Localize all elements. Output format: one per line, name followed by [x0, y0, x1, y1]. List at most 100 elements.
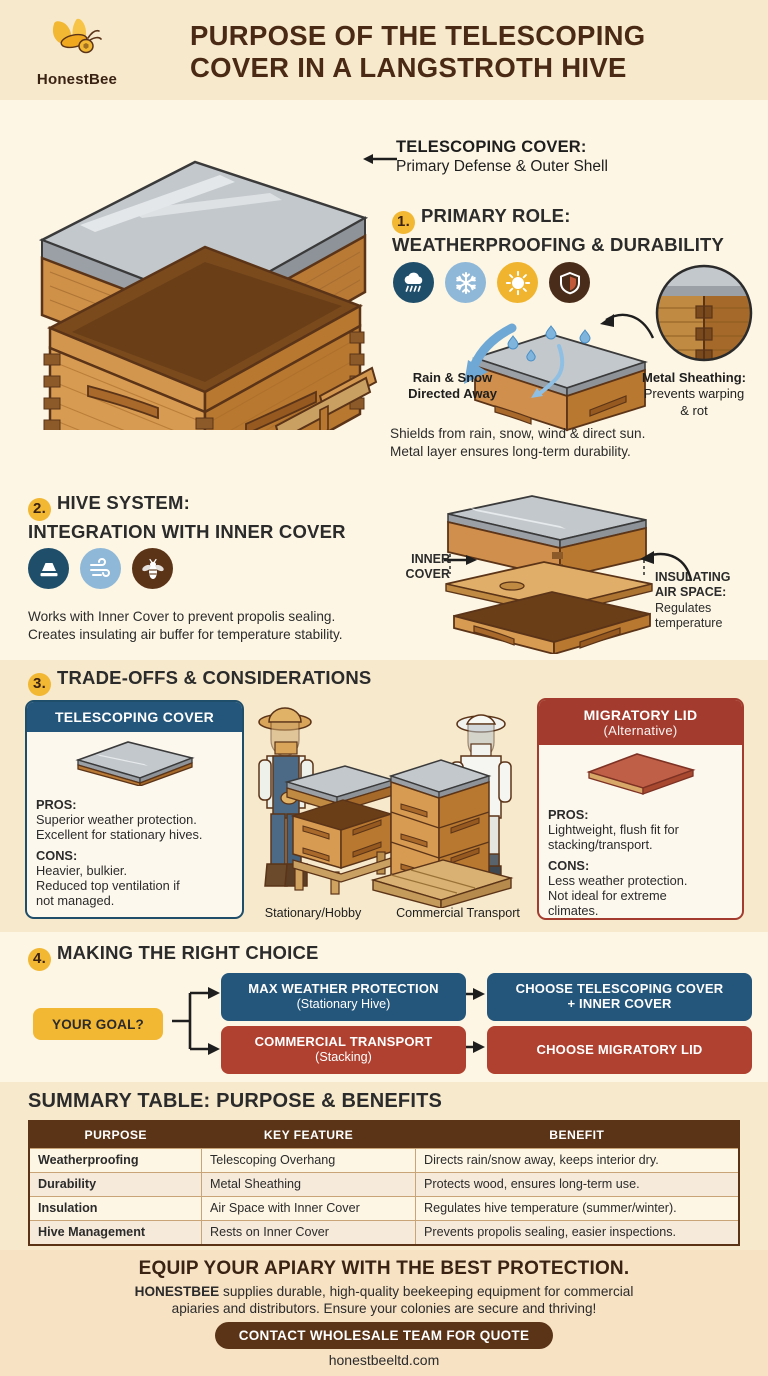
summary-table: PURPOSE KEY FEATURE BENEFIT Weatherproof…: [28, 1120, 740, 1247]
flow-result-telescoping-line1: CHOOSE TELESCOPING COVER: [515, 981, 724, 997]
flow-branch-arrows-icon: [172, 987, 220, 1055]
rain-direction-arrow-icon: [464, 323, 517, 384]
card-telescoping-body: PROS: Superior weather protection. Excel…: [27, 786, 242, 909]
section1-heading: 1.PRIMARY ROLE: WEATHERPROOFING & DURABI…: [392, 205, 764, 256]
air-space-label-line2: AIR SPACE:: [655, 585, 727, 600]
air-space-label-line1: INSULATING: [655, 570, 731, 584]
card-migratory-pros-label: PROS:: [548, 807, 589, 822]
flow-result-migratory[interactable]: CHOOSE MIGRATORY LID: [487, 1026, 752, 1074]
card-migratory-pros-line1: Lightweight, flush fit for: [548, 822, 679, 837]
footer-body: HONESTBEE supplies durable, high-quality…: [60, 1283, 708, 1318]
rain-snow-label: Rain & Snow Directed Away: [390, 370, 515, 403]
summary-r3-feature: Rests on Inner Cover: [201, 1220, 416, 1246]
card-migratory-pros-line2: stacking/transport.: [548, 837, 653, 853]
flow-result-migratory-line1: CHOOSE MIGRATORY LID: [536, 1041, 703, 1057]
footer-url[interactable]: honestbeeltd.com: [328, 1352, 440, 1368]
flow-condition-max-weather[interactable]: MAX WEATHER PROTECTION (Stationary Hive): [221, 973, 466, 1021]
card-telescoping-pros-line1: Superior weather protection.: [36, 812, 197, 827]
summary-r1-benefit: Protects wood, ensures long-term use.: [415, 1172, 740, 1198]
flow-start-your-goal[interactable]: YOUR GOAL?: [33, 1008, 163, 1040]
section4-heading-text: MAKING THE RIGHT CHOICE: [57, 942, 319, 963]
metal-sheathing-detail: [655, 264, 753, 362]
metal-sheathing-arrow-icon: [600, 313, 655, 339]
page-title-line2: COVER IN A LANGSTROTH HIVE: [190, 52, 627, 84]
section1-description: Shields from rain, snow, wind & direct s…: [390, 425, 768, 462]
flow-condition-commercial-line2: (Stacking): [315, 1050, 372, 1065]
rain-snow-label-line1: Rain & Snow: [412, 370, 493, 385]
card-telescoping-cons-line3: not managed.: [36, 893, 115, 909]
table-row: Hive Management Rests on Inner Cover Pre…: [28, 1220, 740, 1246]
summary-r1-feature: Metal Sheathing: [201, 1172, 416, 1198]
inner-cover-arrow-icon: [444, 555, 477, 565]
beekeepers-illustration: [245, 700, 537, 908]
metal-sheathing-label-line3: & rot: [680, 402, 708, 418]
section2-icon-row: [28, 548, 173, 589]
card-migratory-title: MIGRATORY LID: [583, 707, 698, 723]
footer-body-line1: supplies durable, high-quality beekeepin…: [219, 1284, 634, 1299]
air-space-label-line4: temperature: [655, 615, 723, 630]
flow-result-telescoping[interactable]: CHOOSE TELESCOPING COVER + INNER COVER: [487, 973, 752, 1021]
bee-icon: [132, 548, 173, 589]
section2-heading-line1: HIVE SYSTEM:: [57, 492, 190, 513]
metal-sheathing-label-line2: Prevents warping: [643, 386, 745, 402]
shield-icon: [549, 262, 590, 303]
card-telescoping-cons-line1: Heavier, bulkier.: [36, 862, 128, 878]
summary-r2-feature: Air Space with Inner Cover: [201, 1196, 416, 1222]
telescoping-cover-callout: TELESCOPING COVER: Primary Defense & Out…: [396, 138, 756, 176]
telescoping-cover-thumbnail: [74, 741, 195, 786]
card-migratory-cons-line3: climates.: [548, 903, 599, 919]
header-band: [0, 0, 768, 100]
rain-snow-label-line2: Directed Away: [408, 386, 497, 402]
contact-wholesale-button[interactable]: CONTACT WHOLESALE TEAM FOR QUOTE: [215, 1322, 553, 1349]
summary-r2-benefit: Regulates hive temperature (summer/winte…: [415, 1196, 740, 1222]
card-migratory-cons-line1: Less weather protection.: [548, 872, 688, 888]
flow-condition-max-weather-line2: (Stationary Hive): [296, 997, 391, 1012]
section2-heading: 2. HIVE SYSTEM: INTEGRATION WITH INNER CO…: [28, 492, 428, 543]
sun-icon: [497, 262, 538, 303]
snowflake-icon: [445, 262, 486, 303]
summary-col-purpose: PURPOSE: [29, 1121, 202, 1149]
wind-icon: [80, 548, 121, 589]
flow-condition-commercial[interactable]: COMMERCIAL TRANSPORT (Stacking): [221, 1026, 466, 1074]
brand-logo: HonestBee: [22, 16, 132, 88]
flow-condition-commercial-line1: COMMERCIAL TRANSPORT: [254, 1034, 433, 1050]
caption-commercial-transport: Commercial Transport: [396, 906, 520, 920]
section2-description-line2: Creates insulating air buffer for temper…: [28, 627, 343, 643]
callout-title: TELESCOPING COVER:: [396, 138, 587, 156]
section2-heading-line2: INTEGRATION WITH INNER COVER: [28, 520, 346, 542]
summary-r2-purpose: Insulation: [28, 1196, 202, 1222]
section1-heading-line2: WEATHERPROOFING & DURABILITY: [392, 233, 725, 255]
section4-number: 4.: [28, 947, 51, 971]
summary-col-benefit: BENEFIT: [415, 1121, 739, 1149]
section2-description-line1: Works with Inner Cover to prevent propol…: [28, 609, 336, 624]
brand-name: HonestBee: [36, 71, 118, 88]
card-migratory-title-wrap: MIGRATORY LID (Alternative): [539, 700, 742, 745]
summary-r1-purpose: Durability: [28, 1172, 202, 1198]
exploded-hive-diagram: [445, 495, 653, 654]
callout-arrow-icon: [363, 154, 397, 164]
flow-condition-max-weather-line1: MAX WEATHER PROTECTION: [248, 981, 439, 997]
card-migratory-lid: MIGRATORY LID (Alternative) PROS: Lightw…: [537, 698, 744, 920]
section2-number: 2.: [28, 497, 51, 521]
section4-heading: 4. MAKING THE RIGHT CHOICE: [28, 942, 319, 971]
card-migratory-body: PROS: Lightweight, flush fit for stackin…: [539, 796, 742, 919]
langstroth-hive-illustration: [38, 160, 378, 430]
card-telescoping-title: TELESCOPING COVER: [27, 702, 242, 732]
footer-band: [0, 1250, 768, 1376]
page-title: PURPOSE OF THE TELESCOPING COVER IN A LA…: [190, 20, 760, 84]
inner-cover-label-line1: INNER: [411, 552, 450, 566]
footer-headline: EQUIP YOUR APIARY WITH THE BEST PROTECTI…: [138, 1258, 630, 1279]
section1-description-line1: Shields from rain, snow, wind & direct s…: [390, 426, 646, 441]
card-migratory-cons-label: CONS:: [548, 857, 590, 873]
air-space-arrow-icon: [640, 551, 693, 581]
table-row: Insulation Air Space with Inner Cover Re…: [28, 1196, 740, 1222]
section3-heading-text: TRADE-OFFS & CONSIDERATIONS: [57, 667, 372, 688]
footer-body-line2: apiaries and distributors. Ensure your c…: [171, 1301, 597, 1317]
inner-cover-label-line2: COVER: [405, 567, 450, 581]
rain-deflection-diagram: [472, 325, 649, 432]
air-space-label-line3: Regulates: [655, 600, 712, 615]
metal-sheathing-label: Metal Sheathing: Prevents warping & rot: [620, 370, 768, 419]
table-row: Durability Metal Sheathing Protects wood…: [28, 1172, 740, 1198]
summary-r0-feature: Telescoping Overhang: [201, 1147, 416, 1174]
